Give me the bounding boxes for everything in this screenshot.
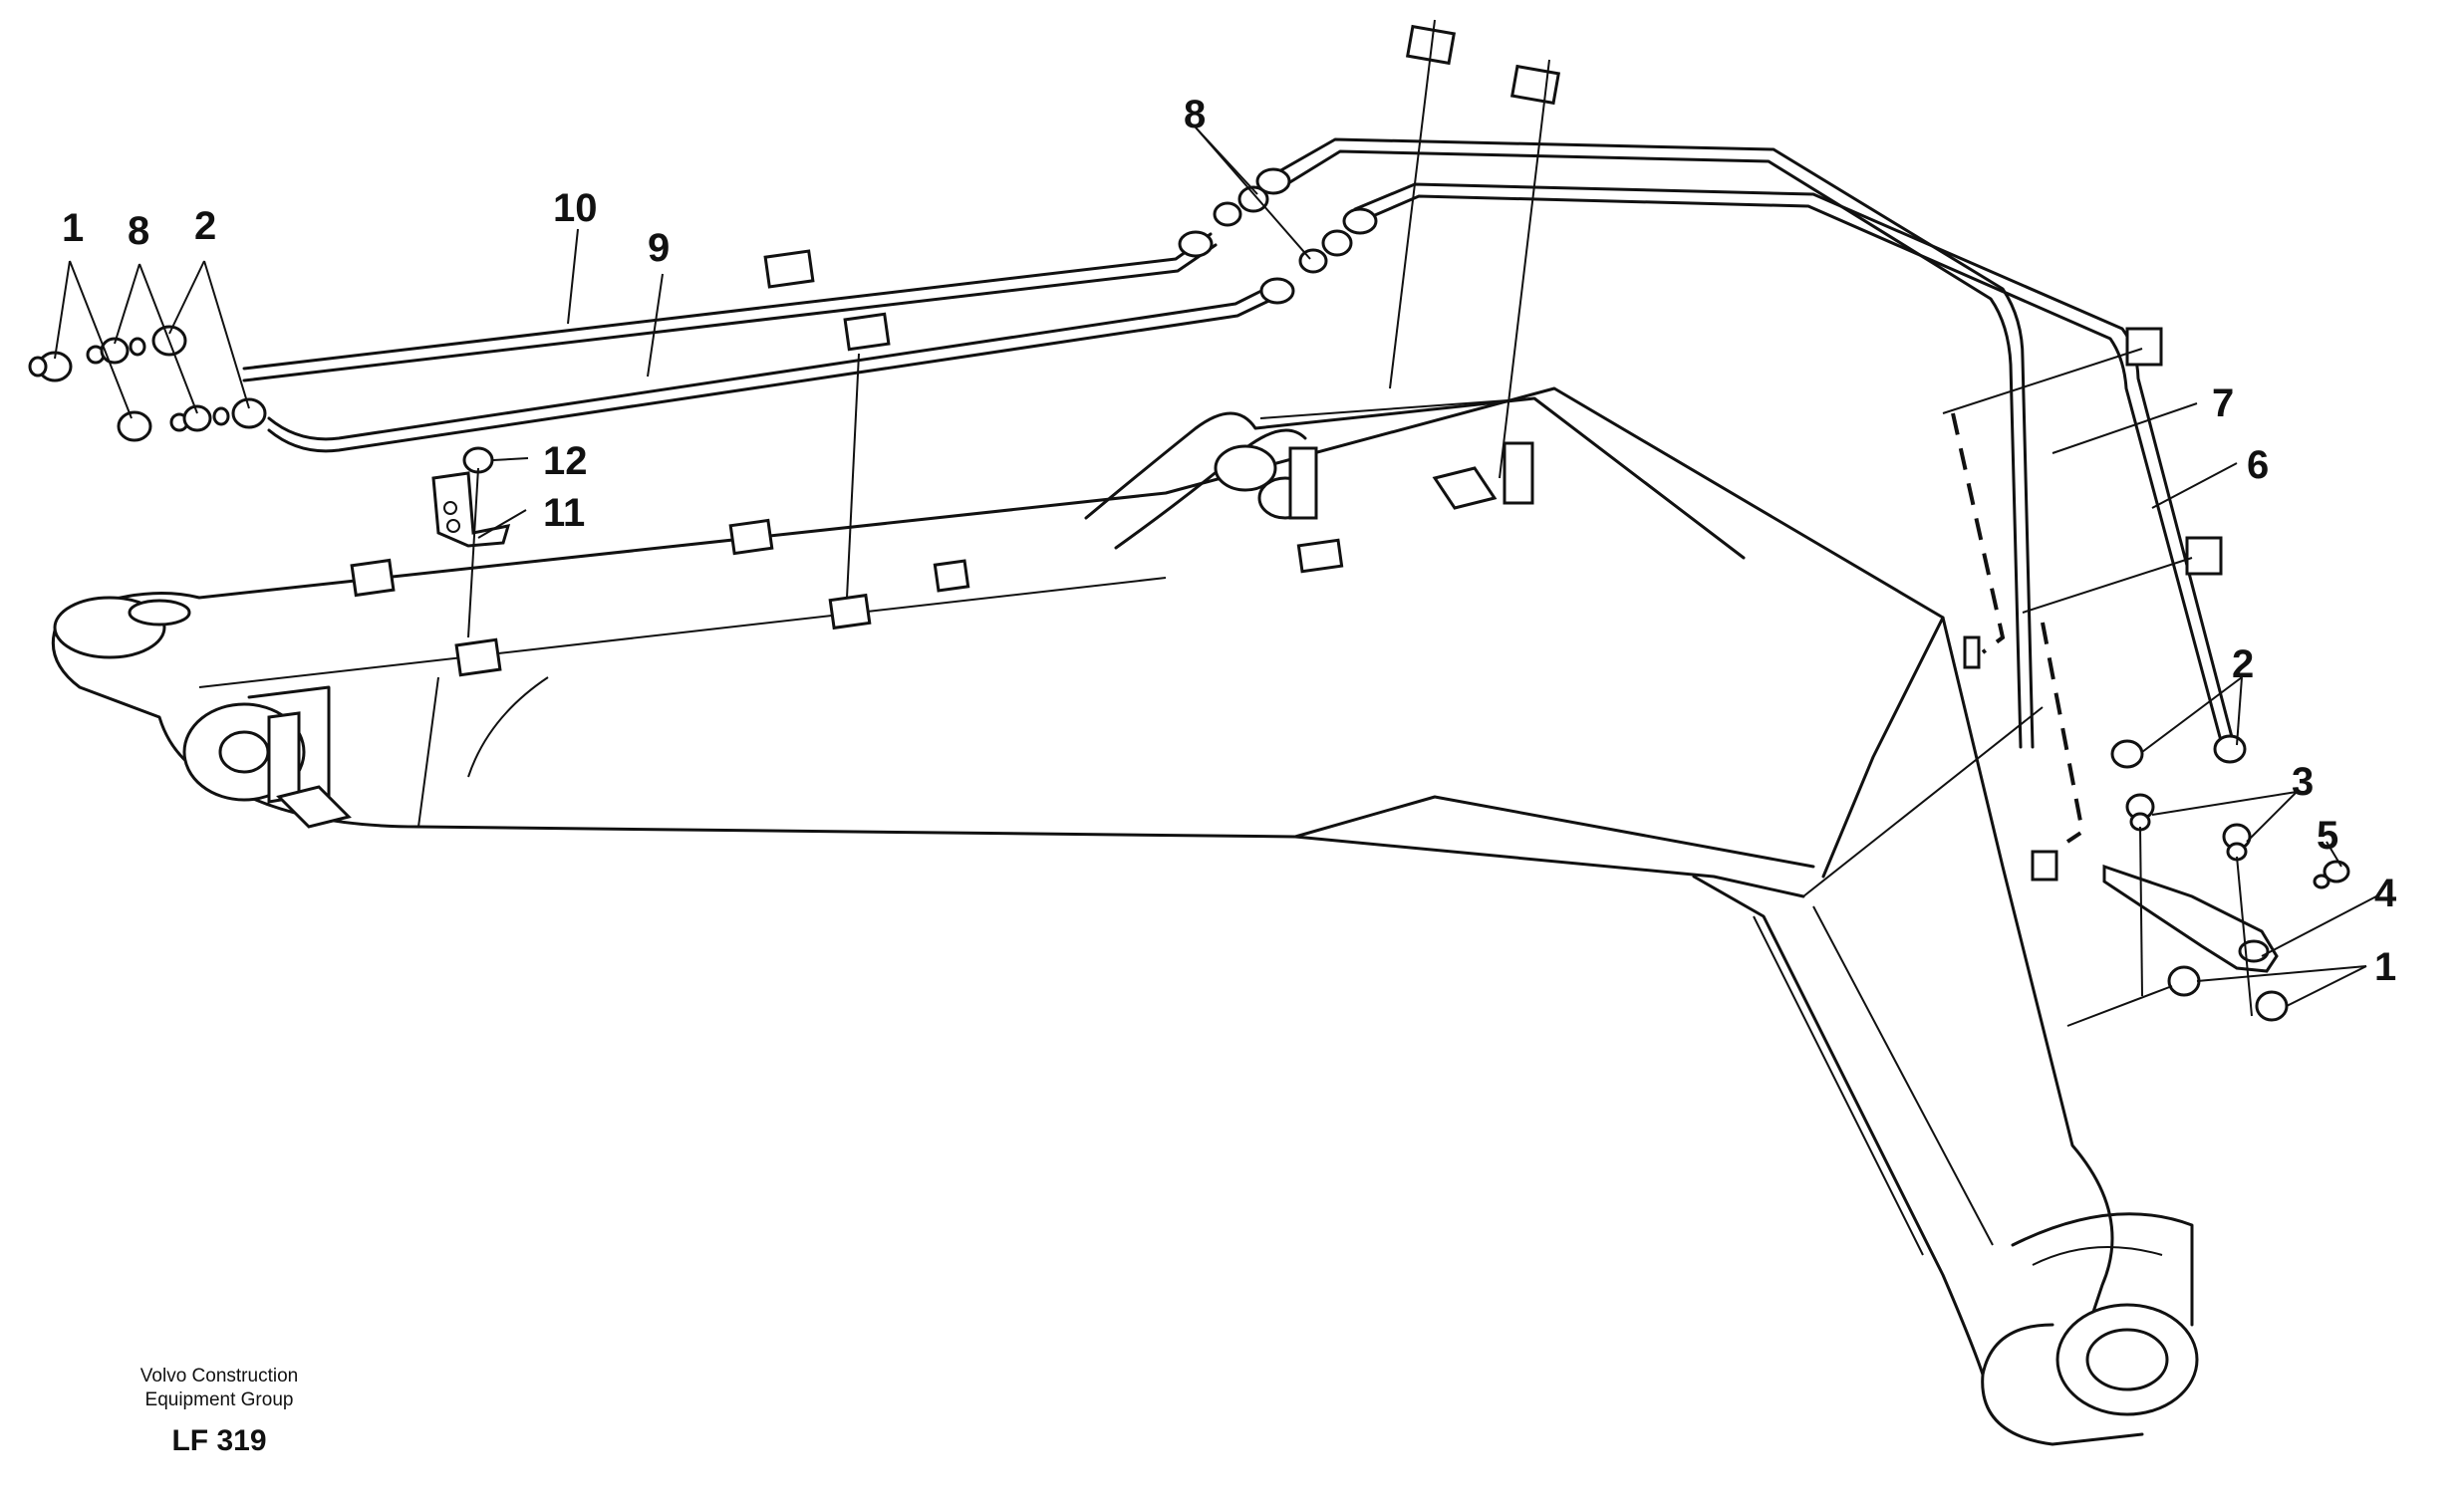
bracket-4 — [2102, 864, 2279, 973]
callout-2-right: 2 — [2232, 642, 2254, 686]
fitting-group-right — [2110, 734, 2350, 1022]
callout-1-left: 1 — [62, 206, 84, 250]
clamps-floating — [763, 24, 2223, 576]
callout-6: 6 — [2247, 443, 2269, 487]
company-line-2: Equipment Group — [144, 1389, 294, 1410]
callout-7: 7 — [2212, 381, 2234, 425]
fitting-group-left — [28, 325, 267, 442]
dashed-bracket-left — [1951, 412, 2006, 654]
callout-10: 10 — [553, 186, 598, 230]
figure-code: LF 319 — [171, 1424, 267, 1457]
dashed-bracket-right — [2041, 622, 2085, 844]
callout-11: 11 — [543, 491, 585, 535]
callout-leaders — [54, 126, 2377, 1007]
bracket-11 — [431, 446, 511, 548]
callout-5: 5 — [2317, 814, 2338, 858]
assembly-lines — [467, 19, 2253, 1027]
boom-arm — [51, 386, 2199, 1446]
company-line-1: Volvo Construction — [139, 1366, 299, 1386]
hydraulic-pipe-10 — [242, 137, 2035, 749]
callout-9: 9 — [648, 226, 670, 270]
callout-3: 3 — [2292, 760, 2314, 804]
company-name: Volvo Construction Equipment Group — [120, 1365, 319, 1412]
callout-8-left: 8 — [128, 209, 149, 253]
callout-12: 12 — [543, 439, 588, 483]
callout-8-upper: 8 — [1184, 93, 1206, 136]
callout-2-left: 2 — [194, 204, 216, 248]
callout-1-right: 1 — [2374, 945, 2396, 989]
fitting-group-upper — [1178, 167, 1378, 305]
callout-4: 4 — [2374, 872, 2397, 915]
